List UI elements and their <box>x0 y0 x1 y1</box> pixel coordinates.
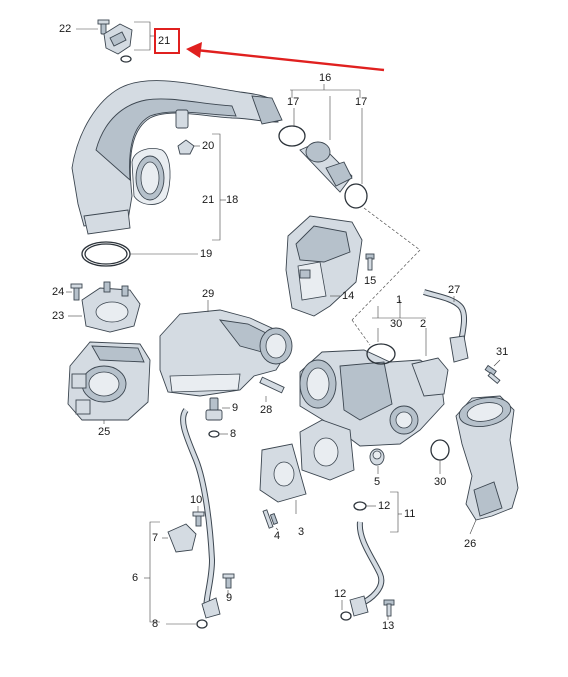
label-5: 5 <box>374 476 381 488</box>
seal-ring-19 <box>81 241 131 267</box>
label-30-top: 30 <box>390 318 403 330</box>
label-8-top: 8 <box>230 428 237 440</box>
label-12-top: 12 <box>378 500 391 512</box>
bracket-7 <box>167 523 197 553</box>
label-22: 22 <box>59 23 72 35</box>
oil-pipe-27 <box>423 289 469 363</box>
label-10: 10 <box>190 494 203 506</box>
bolt-24 <box>70 283 83 301</box>
part-5 <box>369 448 385 466</box>
label-1: 1 <box>396 294 403 306</box>
label-15: 15 <box>364 275 377 287</box>
red-arrow <box>186 42 385 72</box>
flange-gasket <box>299 419 355 481</box>
label-28: 28 <box>260 404 273 416</box>
bolt-22 <box>97 19 110 35</box>
label-23: 23 <box>52 310 65 322</box>
highlight-box <box>154 28 180 54</box>
pin-28 <box>259 376 285 394</box>
label-20: 20 <box>202 140 215 152</box>
stud-4 <box>262 509 279 529</box>
label-16: 16 <box>319 72 332 84</box>
bolt-31 <box>484 364 501 385</box>
oil-pipe-11 <box>349 521 385 617</box>
label-11: 11 <box>404 508 416 520</box>
label-9-bottom: 9 <box>226 592 233 604</box>
label-21-pipe: 21 <box>202 194 215 206</box>
bolt-15 <box>365 253 375 271</box>
label-21-highlighted: 21 <box>158 35 171 47</box>
label-19: 19 <box>200 248 213 260</box>
label-18: 18 <box>226 194 239 206</box>
label-12-bottom: 12 <box>334 588 347 600</box>
label-8-bottom: 8 <box>152 618 159 630</box>
label-17-left: 17 <box>287 96 300 108</box>
heat-shield-14 <box>285 215 363 317</box>
intake-pipe-18 <box>71 80 283 235</box>
banjo-9-bottom <box>201 573 235 619</box>
label-3: 3 <box>298 526 305 538</box>
turbocharger-1 <box>299 343 449 447</box>
label-17-right: 17 <box>355 96 368 108</box>
bolt-13 <box>383 599 395 617</box>
bolt-10 <box>192 511 205 527</box>
sensor-21 <box>103 23 133 63</box>
banjo-9-top <box>205 397 223 421</box>
label-2: 2 <box>420 318 427 330</box>
label-31: 31 <box>496 346 509 358</box>
label-30-bottom: 30 <box>434 476 447 488</box>
label-14: 14 <box>342 290 355 302</box>
label-25: 25 <box>98 426 111 438</box>
label-13: 13 <box>382 620 395 632</box>
cap-20 <box>177 139 195 155</box>
label-9-top: 9 <box>232 402 239 414</box>
pipe-26 <box>455 395 519 521</box>
oil-pipe-6 <box>180 408 216 611</box>
label-7: 7 <box>152 532 159 544</box>
label-29: 29 <box>202 288 215 300</box>
manifold-29 <box>159 309 293 397</box>
throttle-body-25 <box>67 341 151 421</box>
label-24: 24 <box>52 286 65 298</box>
gasket-3 <box>259 443 307 503</box>
label-6: 6 <box>132 572 139 584</box>
label-4: 4 <box>274 530 281 542</box>
valve-16 <box>278 125 368 209</box>
label-27: 27 <box>448 284 461 296</box>
seal-ring-30 <box>430 439 450 461</box>
label-26: 26 <box>464 538 477 550</box>
bracket-23 <box>81 281 141 333</box>
